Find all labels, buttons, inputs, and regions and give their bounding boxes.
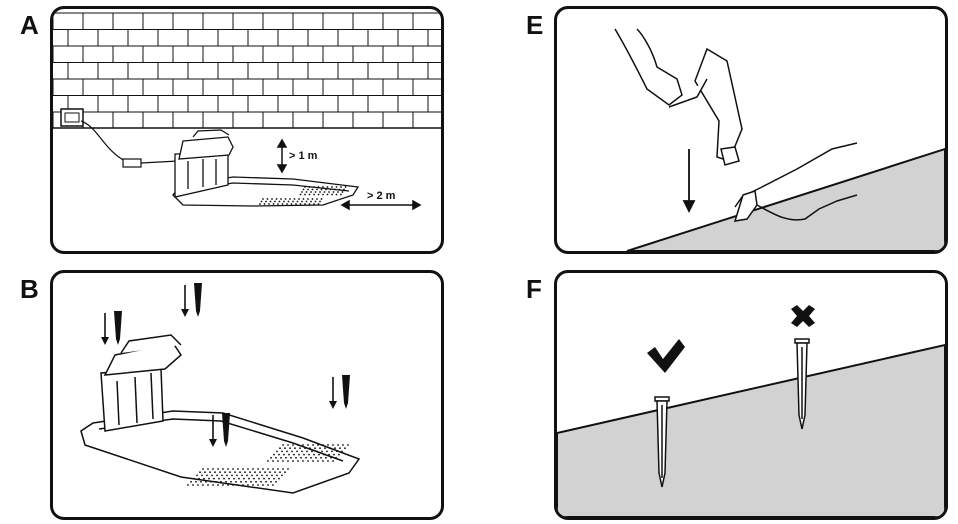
wrong-peg <box>794 338 810 430</box>
panel-e-illustration <box>614 28 945 251</box>
ground-slope <box>557 343 945 517</box>
panel-e <box>554 6 948 254</box>
panel-a: > 1 m > 2 m <box>50 6 444 254</box>
distance-arrow <box>340 199 422 211</box>
height-arrow <box>276 138 288 174</box>
ground-pegs <box>101 283 350 447</box>
correct-peg <box>654 396 670 488</box>
panel-f <box>554 270 948 520</box>
height-label: > 1 m <box>289 150 318 162</box>
distance-label: > 2 m <box>367 190 396 202</box>
panel-e-letter: E <box>526 10 544 40</box>
checkmark-icon <box>647 339 685 373</box>
ground-slope <box>626 147 945 251</box>
power-socket <box>60 108 84 127</box>
panel-a-letter: A <box>20 10 39 40</box>
down-arrow <box>682 149 696 214</box>
charging-station-base <box>80 334 361 494</box>
peg-hand <box>733 142 858 222</box>
hammer-hand <box>614 28 743 166</box>
panel-f-letter: F <box>526 274 542 304</box>
panel-b-illustration <box>80 283 361 494</box>
brick-wall <box>53 12 441 129</box>
panel-f-illustration <box>557 305 945 517</box>
charging-station <box>172 129 360 207</box>
panel-b <box>50 270 444 520</box>
panel-a-illustration: > 1 m > 2 m <box>53 12 441 211</box>
panel-b-letter: B <box>20 274 39 304</box>
cross-icon <box>791 305 815 327</box>
